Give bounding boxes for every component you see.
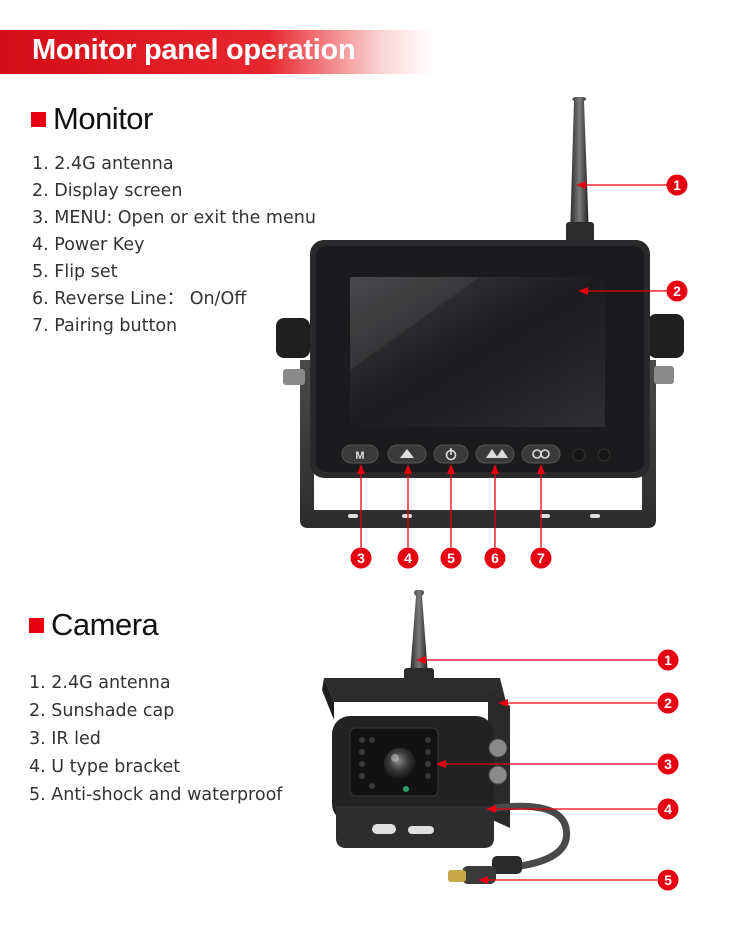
callout-badge [484,547,506,569]
callout-badge [657,869,679,891]
callout-badge [657,649,679,671]
callout-number: 2 [664,695,672,711]
callout-number: 6 [491,550,499,566]
list-item: 1. 2.4G antenna [32,154,174,174]
camera-callout-badges: 1 2 3 4 5 [657,649,679,891]
sensor-dot [572,448,586,462]
left-screw [283,369,305,385]
triangle-up-icon [400,449,414,458]
list-item: 4. U type bracket [29,757,181,777]
heading-bullet-icon [31,111,46,127]
callout-number: 3 [357,550,365,566]
callout-number: 3 [664,756,672,772]
list-item: 7. Pairing button [32,316,178,336]
monitor-buttons: M [341,444,611,464]
callout-badge [666,174,688,196]
camera-illustration [322,590,571,884]
camera-feature-list: 1. 2.4G antenna 2. Sunshade cap 3. IR le… [29,669,282,809]
monitor-heading-text: Monitor [53,101,153,136]
callout-badge [397,547,419,569]
callout-badge [666,280,688,302]
list-item: 4. Power Key [32,235,145,255]
callout-number: 7 [537,550,545,566]
camera-heading: Camera [29,607,159,643]
monitor-callout-badges: 1 2 3 4 5 6 7 [350,174,688,569]
list-item: 2. Display screen [32,181,183,201]
callout-badge [350,547,372,569]
ir-led-array [359,737,431,789]
monitor-heading: Monitor [31,101,153,137]
callout-badge [657,692,679,714]
section-banner: Monitor panel operation [0,30,432,74]
camera-callout-lines [416,656,657,884]
list-item: 2. Sunshade cap [29,701,175,721]
monitor-bracket [300,360,656,528]
list-item: 5. Flip set [32,262,118,282]
list-item: 3. MENU: Open or exit the menu [32,208,316,228]
callout-badge [657,798,679,820]
list-item: 3. IR led [29,729,101,749]
right-screw [654,366,674,384]
heading-bullet-icon [29,617,44,633]
mount-screw [488,738,508,758]
monitor-feature-list: 1. 2.4G antenna 2. Display screen 3. MEN… [32,151,316,340]
list-item: 5. Anti-shock and waterproof [29,785,283,805]
callout-number: 4 [404,550,412,566]
monitor-illustration: M [276,97,684,528]
waterproof-connector [462,866,496,884]
callout-badge [440,547,462,569]
right-knob [648,314,684,358]
monitor-antenna-icon [570,97,589,236]
menu-button-label: M [355,450,364,462]
mount-screw [488,765,508,785]
callout-number: 5 [447,550,455,566]
list-item: 6. Reverse Line： On/Off [32,289,247,309]
callout-number: 5 [664,872,672,888]
sunshade-cap [324,678,506,702]
callout-badge [530,547,552,569]
camera-antenna-icon [410,590,428,675]
banner-title: Monitor panel operation [32,34,356,66]
callout-number: 1 [664,652,672,668]
camera-lens-icon [384,748,416,780]
callout-number: 2 [673,283,681,299]
camera-heading-text: Camera [51,607,159,642]
callout-number: 1 [673,177,681,193]
monitor-callout-lines [357,181,667,547]
cable-connector [492,856,522,874]
menu-button[interactable] [341,444,379,464]
camera-cable [493,802,571,870]
antenna-base [566,222,594,244]
sensor-dot [597,448,611,462]
left-knob [276,318,310,358]
display-screen [350,277,605,427]
callout-number: 4 [664,801,672,817]
callout-badge [657,753,679,775]
list-item: 1. 2.4G antenna [29,673,171,693]
reverse-line-icon [486,449,508,458]
